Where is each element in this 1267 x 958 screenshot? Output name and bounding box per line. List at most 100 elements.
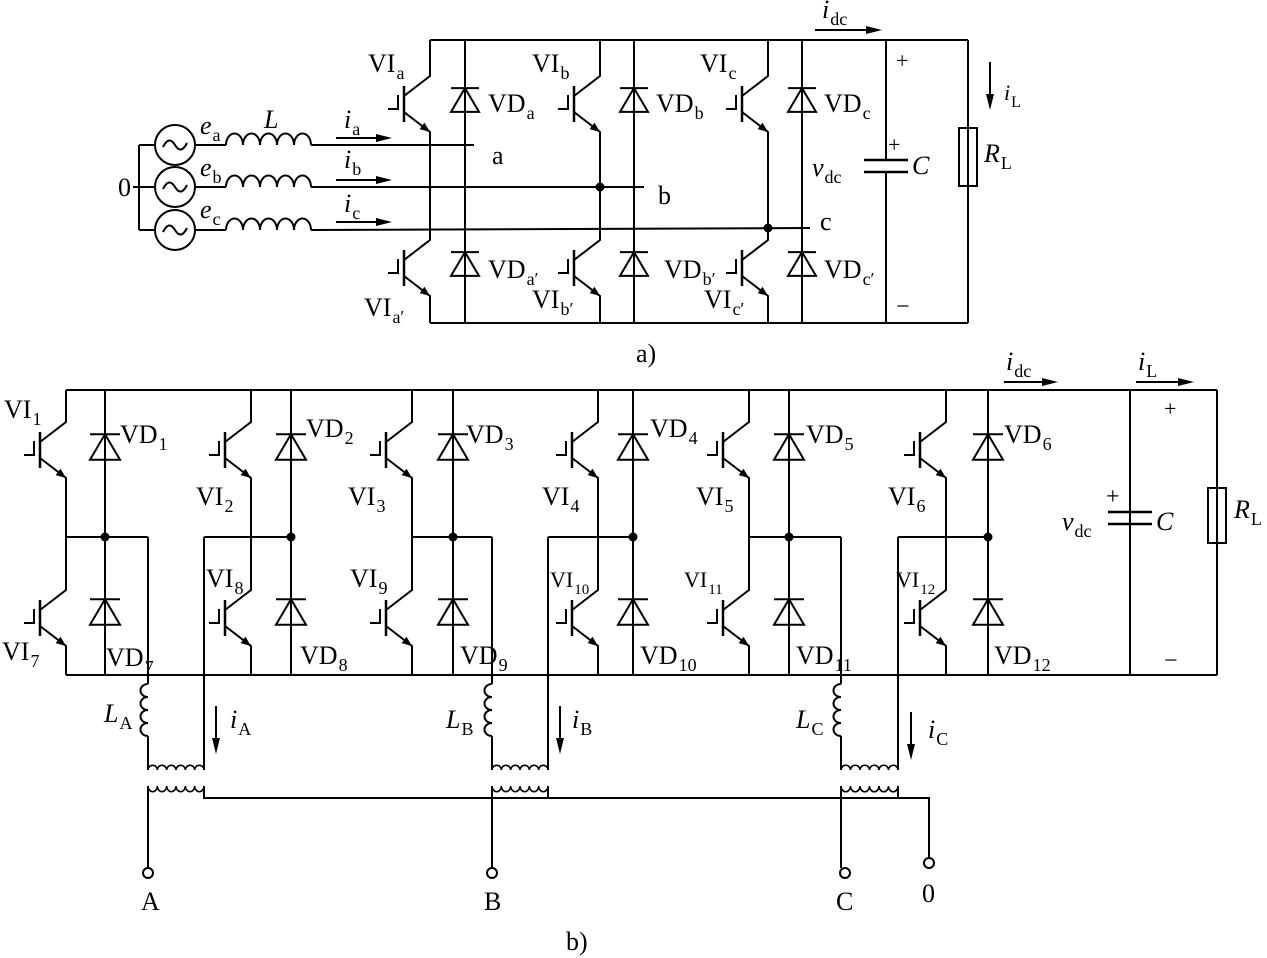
diode-triangle: [971, 597, 1005, 626]
inductor-LA: [139, 683, 149, 737]
current-label-ib: ib: [344, 145, 361, 179]
label-symbol: VD: [106, 643, 144, 672]
dc-plus-sign: +: [896, 48, 908, 73]
label-subscript: 4: [570, 496, 579, 516]
diode-label-VD5: VD5: [806, 420, 854, 454]
label-subscript: L: [1011, 94, 1021, 111]
igbt-lower-11: [707, 537, 750, 675]
arrow-head: [376, 176, 392, 184]
circuit-components: [24, 26, 1227, 879]
label-symbol: VI: [196, 482, 223, 511]
current-label-iA: iA: [230, 705, 251, 739]
switch-label-VI6: VI6: [888, 482, 925, 516]
junction-dot: [784, 532, 794, 542]
label-subscript: dc: [1075, 521, 1092, 541]
igbt-emitter-arrow: [589, 286, 600, 296]
igbt-emitter: [741, 275, 769, 323]
label-subscript: 2: [345, 428, 354, 448]
igbt-lower-7: [24, 537, 67, 675]
igbt-gate: [388, 95, 399, 110]
arrow-head: [212, 738, 220, 754]
diode-triangle: [772, 432, 806, 461]
label-subscript: 7: [145, 657, 154, 677]
diode-label-VDb-prime: VDb′: [664, 255, 716, 289]
label-subscript: C: [811, 719, 823, 739]
label-subscript: 4: [689, 428, 698, 448]
label-subscript: c: [728, 63, 736, 83]
igbt-gate: [558, 95, 569, 110]
igbt-emitter: [39, 625, 67, 675]
label-symbol: VI: [4, 395, 31, 424]
igbt-emitter-arrow: [738, 468, 749, 478]
dc-voltage-label: vdc: [812, 153, 842, 187]
igbt-collector: [39, 390, 67, 443]
inductor-L-c: [225, 217, 312, 231]
igbt-upper-5: [707, 390, 750, 537]
igbt-emitter-arrow: [55, 468, 66, 478]
switch-label-VIb-prime: VIb′: [532, 285, 573, 319]
diode-label-VD6: VD6: [1004, 420, 1052, 454]
label-symbol: VD: [656, 89, 694, 118]
label-symbol: v: [812, 153, 824, 182]
igbt-gate: [209, 609, 220, 624]
load-current-label: iL: [1004, 80, 1021, 111]
label-symbol: e: [200, 195, 212, 224]
inductor-label-LB: LB: [445, 705, 473, 739]
igbt-emitter-arrow: [587, 468, 598, 478]
label-subscript: 3: [376, 496, 385, 516]
label-subscript: c′: [863, 269, 875, 289]
label-symbol: VD: [120, 420, 158, 449]
label-symbol: i: [230, 705, 237, 734]
arrow-head: [986, 94, 994, 110]
igbt-emitter-arrow: [757, 286, 768, 296]
current-label-iB: iB: [572, 705, 592, 739]
capacitor-label: C: [912, 151, 930, 180]
switch-label-VI11: VI11: [684, 567, 723, 598]
label-subscript: L: [1146, 361, 1157, 381]
igbt-collector: [571, 537, 599, 611]
label-symbol: L: [795, 705, 810, 734]
diode-upper-4: [616, 432, 650, 461]
label-subscript: A: [119, 713, 132, 733]
label-subscript: b: [213, 167, 222, 187]
igbt-upper-2: [726, 40, 769, 226]
igbt-upper-1: [24, 390, 67, 537]
sine-wave-icon: [162, 181, 188, 193]
switch-label-VI9: VI9: [350, 564, 387, 598]
label-symbol: v: [1062, 507, 1074, 536]
label-symbol: VI: [532, 285, 559, 314]
junction-dot: [628, 532, 638, 542]
diode-upper-0: [449, 86, 481, 113]
label-subscript: B: [461, 719, 473, 739]
source-label-eb: eb: [200, 153, 222, 187]
label-subscript: a′: [392, 307, 404, 327]
label-subscript: 7: [30, 651, 39, 671]
label-subscript: c: [863, 103, 871, 123]
label-symbol: VD: [824, 89, 862, 118]
diode-triangle: [786, 250, 818, 277]
label-symbol: i: [822, 0, 829, 24]
diode-triangle: [88, 432, 122, 461]
label-subscript: a: [352, 119, 360, 139]
dc-link-capacitor: [1108, 390, 1152, 675]
label-symbol: VI: [2, 637, 29, 666]
label-symbol: VI: [350, 564, 377, 593]
diode-triangle: [616, 432, 650, 461]
label-symbol: VD: [488, 255, 526, 284]
igbt-emitter-arrow: [240, 636, 251, 646]
current-arrow-iA: [212, 706, 220, 754]
igbt-emitter-arrow: [240, 468, 251, 478]
igbt-emitter: [385, 625, 413, 675]
transformer-primary: [840, 764, 899, 771]
diode-label-VDa: VDa: [488, 89, 535, 123]
igbt-collector: [919, 390, 947, 443]
label-subscript: dc: [825, 167, 842, 187]
diode-triangle: [274, 432, 308, 461]
label-symbol: VD: [664, 255, 702, 284]
switch-label-VI4: VI4: [542, 482, 579, 516]
diode-label-VDb: VDb: [656, 89, 704, 123]
diode-triangle: [772, 597, 806, 626]
label-subscript: 10: [574, 582, 589, 598]
label-subscript: a: [527, 103, 535, 123]
